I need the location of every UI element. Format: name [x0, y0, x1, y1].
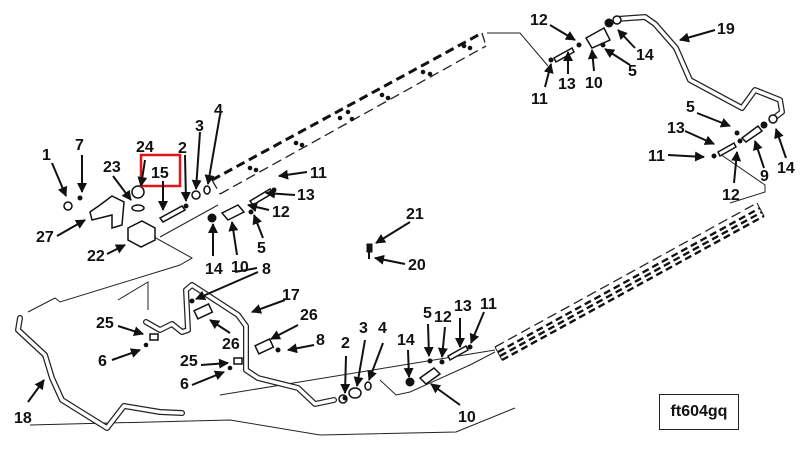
callout-14: 14 [777, 160, 795, 177]
callout-11: 11 [531, 91, 548, 108]
fitting-20-21 [366, 243, 373, 259]
callout-13: 13 [667, 120, 685, 137]
callout-14: 14 [397, 332, 415, 349]
callout-11: 11 [480, 296, 497, 313]
callout-8: 8 [316, 332, 325, 349]
callout-12: 12 [722, 187, 740, 204]
tube-15 [158, 205, 187, 223]
bracket-27 [89, 195, 125, 230]
callout-3: 3 [359, 320, 368, 337]
valve-group-right [711, 114, 778, 159]
callout-2: 2 [178, 140, 187, 157]
callout-5: 5 [628, 63, 637, 80]
callout-labels: 1 7 23 24 15 2 3 4 27 22 11 13 12 5 14 1… [14, 12, 795, 427]
callout-26: 26 [222, 336, 240, 353]
callout-12: 12 [434, 309, 452, 326]
callout-2: 2 [341, 335, 350, 352]
callout-9: 9 [760, 168, 769, 185]
figure-reference-box: ft604gq [659, 394, 739, 430]
callout-6: 6 [180, 376, 189, 393]
callout-4: 4 [214, 102, 223, 119]
leader-lines [27, 24, 787, 406]
callout-13: 13 [454, 298, 472, 315]
callout-11: 11 [648, 148, 665, 165]
bolt-1 [63, 201, 73, 211]
callout-27: 27 [36, 229, 54, 246]
callout-20: 20 [408, 257, 426, 274]
callout-25: 25 [180, 353, 198, 370]
valve-group-upper-left [207, 187, 277, 223]
callout-22: 22 [87, 248, 105, 265]
callout-8: 8 [262, 261, 271, 278]
tube-17 [143, 282, 337, 407]
callout-1: 1 [42, 147, 51, 164]
block-22 [127, 220, 156, 248]
callout-5: 5 [686, 99, 695, 116]
callout-5: 5 [257, 240, 266, 257]
callout-5: 5 [423, 305, 432, 322]
callout-19: 19 [717, 21, 735, 38]
callout-26: 26 [300, 307, 318, 324]
figure-reference-code: ft604gq [670, 403, 728, 420]
clamps [143, 298, 281, 371]
tube-18 [15, 315, 185, 431]
callout-7: 7 [75, 137, 84, 154]
callout-21: 21 [406, 206, 424, 223]
callout-10: 10 [231, 259, 249, 276]
callout-15: 15 [151, 165, 169, 182]
callout-18: 18 [14, 410, 32, 427]
manifold-assembly [63, 185, 211, 248]
callout-14: 14 [205, 261, 223, 278]
callout-13: 13 [558, 76, 576, 93]
valve-group-top-right [548, 15, 622, 64]
callout-17: 17 [282, 287, 300, 304]
callout-10: 10 [585, 75, 603, 92]
callout-12: 12 [272, 204, 290, 221]
lower-rail [494, 202, 765, 362]
fitting-24 [131, 185, 145, 199]
callout-10: 10 [458, 409, 476, 426]
callout-4: 4 [378, 320, 387, 337]
upper-rail [211, 31, 487, 195]
valve-group-bottom [338, 344, 473, 404]
tube-19 [614, 14, 785, 121]
callout-24: 24 [136, 139, 154, 156]
callout-3: 3 [195, 118, 204, 135]
oring-23 [131, 204, 145, 212]
callout-23: 23 [103, 159, 121, 176]
callout-25: 25 [96, 315, 114, 332]
callout-14: 14 [636, 47, 654, 64]
callout-6: 6 [98, 353, 107, 370]
callout-12: 12 [530, 12, 548, 29]
callout-13: 13 [297, 187, 315, 204]
callout-11: 11 [310, 165, 327, 182]
rail-holes [247, 43, 473, 173]
washer-7 [77, 195, 83, 201]
highlight-box [139, 153, 182, 188]
